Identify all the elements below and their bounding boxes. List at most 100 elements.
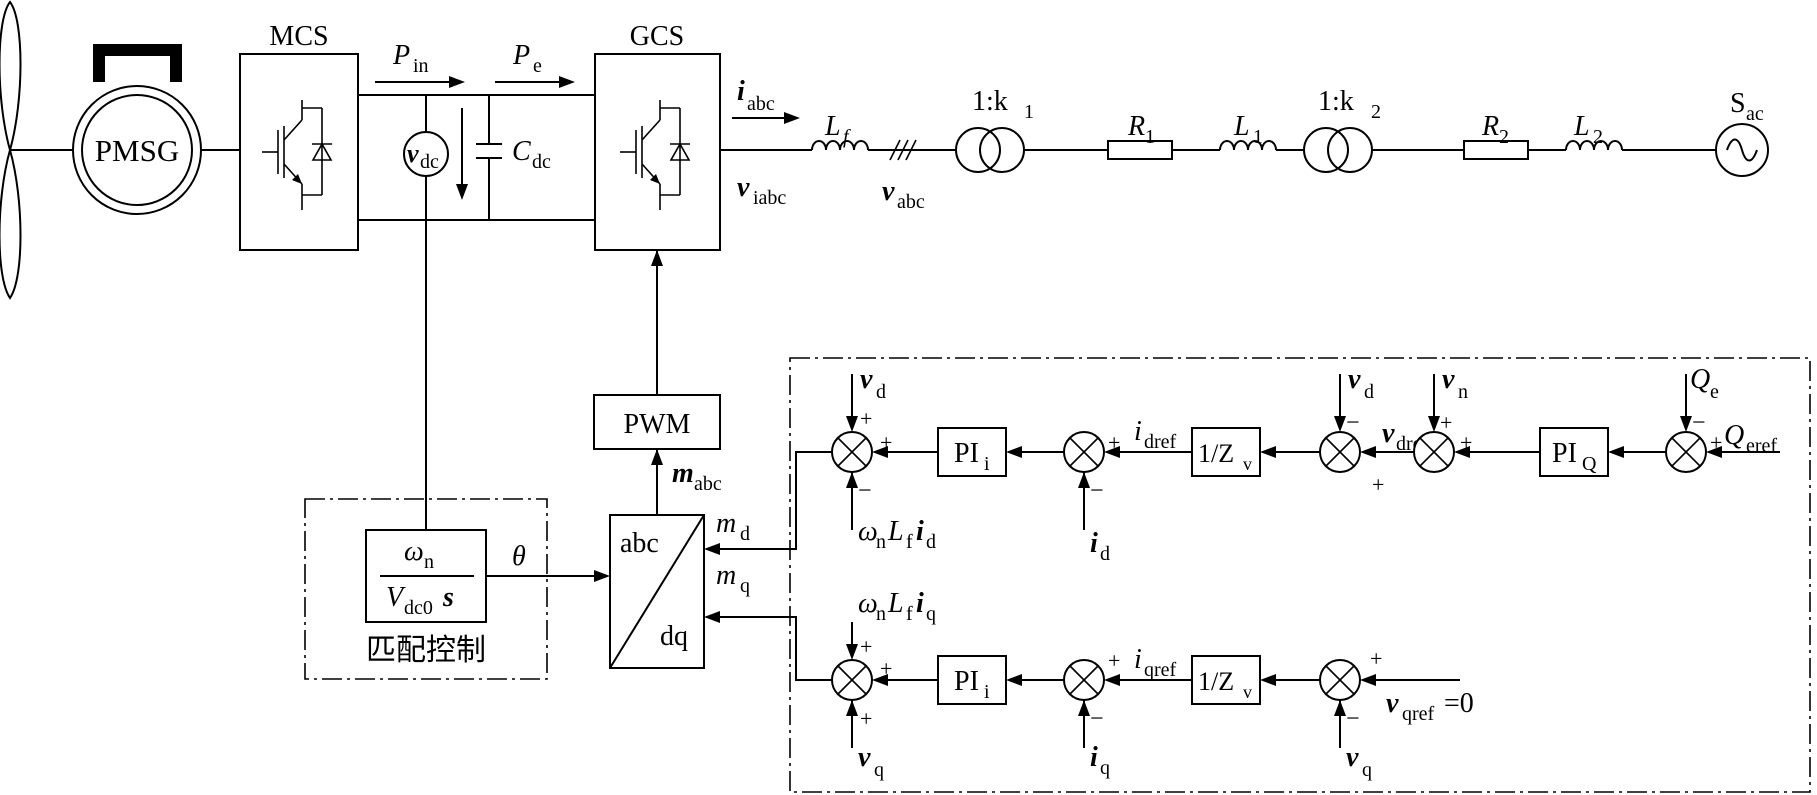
zv-q-block xyxy=(1191,655,1261,705)
svg-text:+: + xyxy=(1370,646,1382,671)
svg-text:v: v xyxy=(1442,364,1455,395)
sum-iq xyxy=(1063,659,1105,701)
svg-text:L: L xyxy=(1573,111,1590,142)
mcs-label: MCS xyxy=(269,21,328,52)
svg-text:PI: PI xyxy=(1552,438,1577,469)
l2-label: L 2 xyxy=(1573,111,1603,148)
svg-text:dc0: dc0 xyxy=(404,597,433,619)
svg-text:2: 2 xyxy=(1593,126,1603,148)
svg-text:q: q xyxy=(1100,757,1110,779)
pi-q-label: PI Q xyxy=(1552,438,1597,475)
svg-text:+: + xyxy=(860,634,872,659)
svg-text:v: v xyxy=(858,742,871,773)
svg-text:ω: ω xyxy=(404,536,424,567)
svg-text:−: − xyxy=(858,478,872,504)
svg-text:i: i xyxy=(916,588,924,619)
svg-text:+: + xyxy=(860,406,872,431)
sum-vq xyxy=(1319,659,1361,701)
pi-i-q-label: PI i xyxy=(954,666,990,703)
svg-text:ac: ac xyxy=(1746,103,1764,125)
svg-text:s: s xyxy=(442,582,454,613)
svg-text:v: v xyxy=(860,364,873,395)
svg-text:L: L xyxy=(887,516,904,547)
svg-text:P: P xyxy=(392,40,410,71)
mcs-converter-box xyxy=(239,53,359,251)
svg-text:n: n xyxy=(876,603,886,625)
ac-source-icon xyxy=(1715,123,1769,177)
svg-text:qref: qref xyxy=(1402,703,1435,725)
svg-text:1:k: 1:k xyxy=(972,86,1008,117)
svg-text:V: V xyxy=(386,582,406,613)
svg-text:q: q xyxy=(874,759,884,781)
svg-text:q: q xyxy=(1362,759,1372,781)
svg-text:1/Z: 1/Z xyxy=(1198,439,1234,468)
theta-label: θ xyxy=(512,541,526,572)
svg-text:v: v xyxy=(1243,682,1252,702)
svg-text:f: f xyxy=(843,126,851,148)
mabc-label: m abc xyxy=(672,458,722,495)
idref-label: i dref xyxy=(1134,416,1177,453)
svg-text:m: m xyxy=(716,508,736,539)
svg-text:n: n xyxy=(1458,381,1468,403)
svg-text:−: − xyxy=(1090,706,1104,732)
svg-text:1/Z: 1/Z xyxy=(1198,667,1234,696)
svg-text:R: R xyxy=(1481,111,1499,142)
svg-text:+: + xyxy=(860,706,872,731)
svg-text:iabc: iabc xyxy=(753,187,786,209)
md-label: m d xyxy=(716,508,750,545)
svg-text:i: i xyxy=(984,453,990,475)
svg-text:+: + xyxy=(1108,648,1120,673)
tf-denominator: V dc0 s xyxy=(386,582,454,619)
svg-text:PI: PI xyxy=(954,438,979,469)
lf-inductor xyxy=(811,140,869,151)
vdc-label: v dc xyxy=(407,139,439,173)
svg-text:PI: PI xyxy=(954,666,979,697)
svg-text:L: L xyxy=(1233,111,1250,142)
svg-text:f: f xyxy=(906,603,913,625)
pmsg-label: PMSG xyxy=(95,133,179,168)
svg-text:dc: dc xyxy=(420,151,439,173)
svg-text:i: i xyxy=(737,76,745,107)
vn-label: v n xyxy=(1442,364,1468,403)
svg-text:+: + xyxy=(880,656,892,681)
svg-text:v: v xyxy=(407,139,419,168)
sac-label: S ac xyxy=(1730,88,1764,125)
iq-label: i q xyxy=(1090,742,1110,779)
svg-text:d: d xyxy=(926,531,936,553)
vabc-label: v abc xyxy=(882,176,925,213)
mq-line xyxy=(714,616,838,681)
ff-d-label: ω n L f i d xyxy=(858,516,936,553)
sum-vn xyxy=(1413,431,1455,473)
svg-text:abc: abc xyxy=(694,473,722,495)
svg-text:v: v xyxy=(1348,364,1361,395)
svg-text:n: n xyxy=(876,531,886,553)
matching-control-title: 匹配控制 xyxy=(366,634,486,667)
svg-text:v: v xyxy=(882,176,895,207)
svg-text:S: S xyxy=(1730,88,1746,119)
pwm-label: PWM xyxy=(624,409,691,440)
lf-label: L f xyxy=(824,111,851,148)
svg-text:−: − xyxy=(1346,706,1360,732)
svg-text:dref: dref xyxy=(1144,431,1177,453)
svg-text:eref: eref xyxy=(1746,435,1777,457)
svg-text:m: m xyxy=(672,458,694,489)
svg-text:R: R xyxy=(1127,111,1145,142)
svg-text:v: v xyxy=(1243,454,1252,474)
zv-q-label: 1/Z v xyxy=(1198,667,1252,702)
svg-text:C: C xyxy=(512,136,531,167)
pin-label: P in xyxy=(392,40,429,77)
svg-text:abc: abc xyxy=(897,191,925,213)
svg-text:e: e xyxy=(1710,381,1719,403)
svg-text:Q: Q xyxy=(1582,453,1597,475)
l1-label: L 1 xyxy=(1233,111,1263,148)
gcs-converter-box xyxy=(594,53,721,251)
svg-text:e: e xyxy=(533,55,542,77)
md-line xyxy=(714,451,838,550)
l2-inductor xyxy=(1565,140,1623,151)
svg-text:d: d xyxy=(740,523,750,545)
svg-text:m: m xyxy=(716,560,736,591)
vd-label-2: v d xyxy=(1348,364,1374,403)
svg-text:f: f xyxy=(906,531,913,553)
